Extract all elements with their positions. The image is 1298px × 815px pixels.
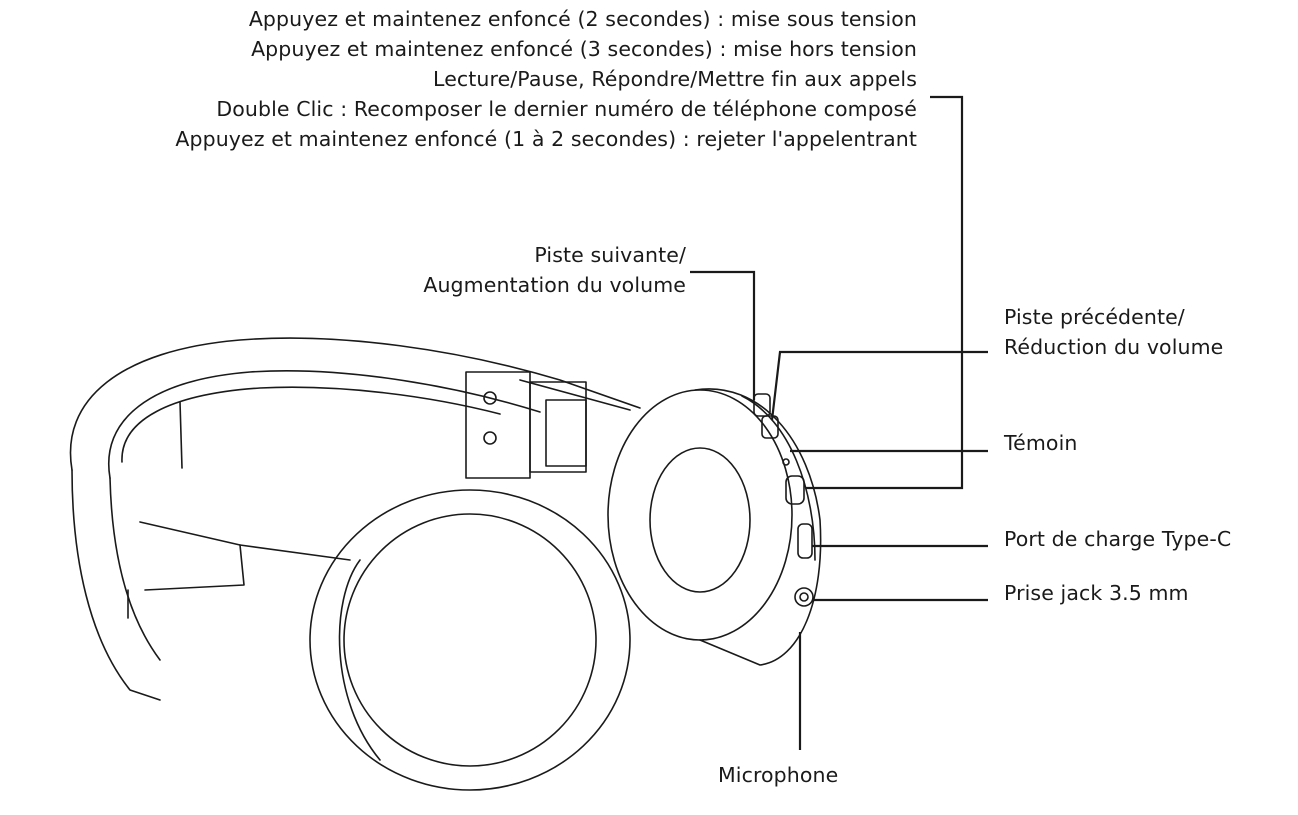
next-track-line1: Piste suivante/ (534, 243, 686, 267)
vol-up-button (753, 393, 771, 417)
power-on-text: Appuyez et maintenez enfoncé (2 secondes… (248, 7, 917, 31)
next-track-label: Piste suivante/ Augmentation du volume (423, 240, 686, 300)
play-pause-text: Lecture/Pause, Répondre/Mettre fin aux a… (433, 67, 917, 91)
front-earcup-shell (694, 388, 822, 666)
rear-earcup (309, 489, 631, 791)
headband-edge (121, 386, 501, 463)
headband-inner (107, 370, 541, 479)
mfb-button (785, 475, 805, 505)
multifunction-button-label: Appuyez et maintenez enfoncé (2 secondes… (175, 4, 917, 154)
microphone-label: Microphone (718, 763, 839, 787)
prev-track-line2: Réduction du volume (1004, 335, 1224, 359)
power-off-text: Appuyez et maintenez enfoncé (3 secondes… (251, 37, 917, 61)
usbc-port (797, 523, 813, 559)
redial-text: Double Clic : Recomposer le dernier numé… (216, 97, 917, 121)
leader-mfb (806, 95, 964, 490)
front-earcup-cushion (607, 389, 793, 641)
prev-track-line1: Piste précédente/ (1004, 305, 1185, 329)
usbc-label: Port de charge Type-C (1004, 527, 1232, 551)
slider-block (465, 371, 531, 479)
vol-down-button (761, 415, 779, 439)
prev-track-label: Piste précédente/ Réduction du volume (1004, 302, 1223, 362)
headband-outer (69, 337, 641, 471)
front-earcup-inner (649, 447, 751, 593)
leader-next (690, 270, 756, 400)
led-dot (782, 458, 790, 466)
indicator-label: Témoin (1004, 431, 1078, 455)
jack-port (794, 587, 814, 607)
jack-label: Prise jack 3.5 mm (1004, 581, 1189, 605)
leader-prev (770, 350, 988, 421)
next-track-line2: Augmentation du volume (423, 273, 686, 297)
reject-call-text: Appuyez et maintenez enfoncé (1 à 2 seco… (175, 127, 917, 151)
